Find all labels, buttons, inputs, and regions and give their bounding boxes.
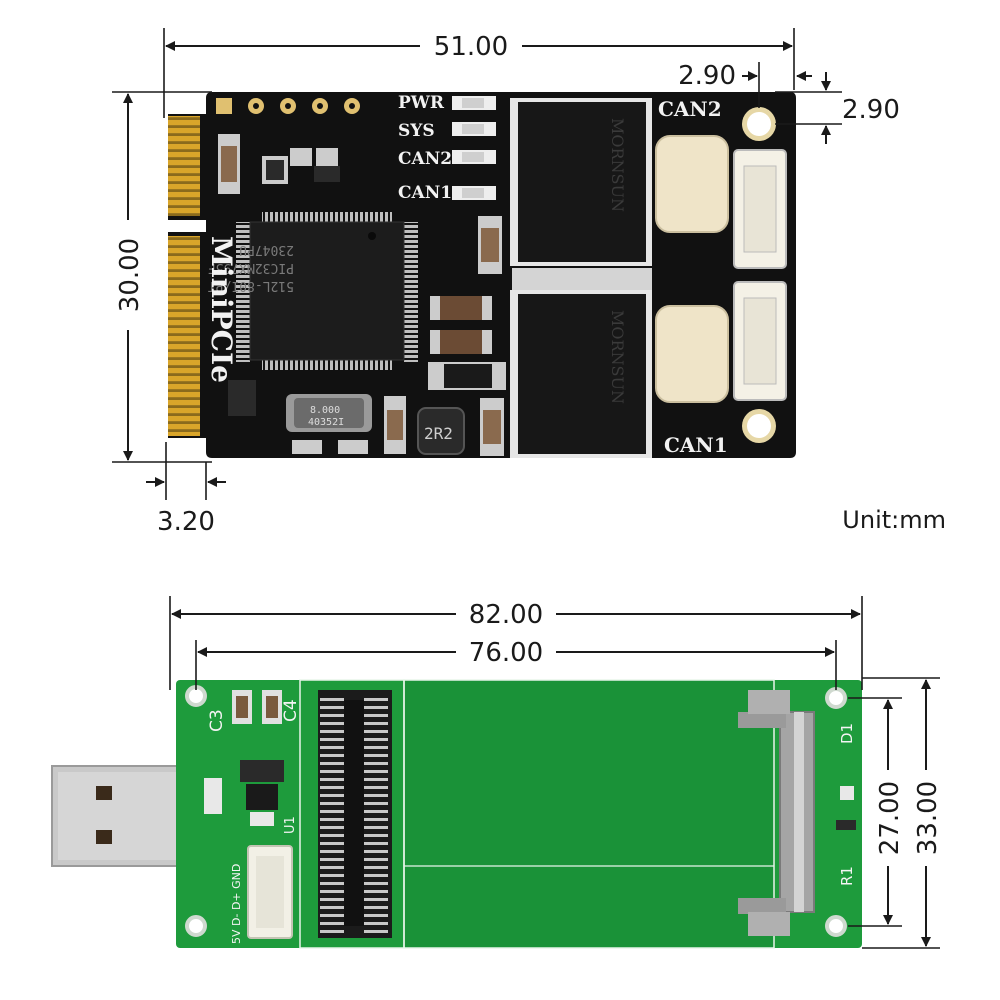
silk-can2-led: CAN2 [398, 149, 452, 169]
passive-components-lower [228, 216, 506, 456]
status-leds [452, 96, 496, 200]
silk-board-name: MiniPCIe [205, 236, 238, 383]
bottom-dimensions: 82.00 76.00 27.00 33.00 [169, 596, 943, 949]
led-resistor [836, 786, 856, 830]
silk-can2-port: CAN2 [658, 97, 722, 121]
module-gap [512, 268, 652, 290]
inductor-marking: 2R2 [424, 424, 453, 443]
edge-connector-upper [168, 116, 200, 216]
dim-top-width: 51.00 [434, 32, 508, 62]
power-components [204, 690, 284, 826]
dim-hole-span: 76.00 [469, 638, 543, 668]
can-transceiver-upper [655, 135, 729, 233]
silk-c3: C3 [207, 709, 227, 732]
silk-can1-led: CAN1 [398, 183, 452, 203]
crystal-marking-1: 8.000 [310, 405, 340, 416]
module-brand-upper: MORNSUN [608, 118, 627, 212]
unit-label: Unit:mm [842, 506, 946, 534]
module-brand-lower: MORNSUN [608, 310, 627, 404]
mcu-marking-1: PIC32MX795F [208, 260, 294, 275]
dim-edge: 3.20 [157, 507, 215, 537]
mcu-marking-2: 512L-80I/PT [208, 278, 294, 293]
silk-u1: U1 [283, 816, 298, 834]
edge-connector-lower [168, 236, 200, 436]
silk-pins: 5V D- D+ GND [230, 864, 243, 944]
silk-r1: R1 [838, 866, 856, 886]
inductor: 2R2 [417, 407, 465, 455]
card-latch [738, 690, 815, 936]
top-dimensions: 51.00 2.90 2.90 30.00 3.20 [112, 28, 900, 537]
mcu-marking-3: 23047PU [239, 242, 294, 257]
silk-d1: D1 [838, 723, 856, 744]
silk-c4: C4 [281, 699, 301, 722]
jst-connector [247, 845, 293, 939]
silk-can1-port: CAN1 [664, 433, 728, 457]
dim-hole-x: 2.90 [678, 61, 736, 91]
crystal-marking-2: 40352I [308, 417, 344, 428]
dim-bottom-height: 33.00 [913, 781, 943, 855]
mount-hole-br-bottom [825, 915, 847, 937]
mcu-chip: PIC32MX795F 512L-80I/PT 23047PU [208, 212, 418, 370]
usb-adapter-board: C3 C4 U1 5V D- D+ GND D1 R1 [51, 679, 862, 949]
dim-top-height: 30.00 [115, 238, 145, 312]
mount-hole-br-top [825, 687, 847, 709]
dim-hole-height: 27.00 [875, 781, 905, 855]
can-isolation-module-lower: MORNSUN [510, 290, 652, 458]
can1-connector [733, 281, 787, 401]
mount-hole-bl-bottom [185, 915, 207, 937]
minipcie-slot [318, 690, 392, 938]
can-isolation-module-upper: MORNSUN [510, 98, 652, 266]
crystal: 8.000 40352I [286, 394, 372, 432]
passive-components-upper [218, 134, 340, 194]
card-outline [403, 679, 775, 949]
can2-connector [733, 149, 787, 269]
silk-pwr: PWR [398, 93, 445, 113]
minipcie-can-board: PWR SYS CAN2 CAN1 PIC32MX795F 512L-80I/P… [168, 92, 796, 458]
header-pads [216, 98, 360, 114]
dim-bottom-width: 82.00 [469, 600, 543, 630]
dim-hole-y: 2.90 [842, 95, 900, 125]
silk-sys: SYS [398, 121, 435, 141]
can-transceiver-lower [655, 305, 729, 403]
